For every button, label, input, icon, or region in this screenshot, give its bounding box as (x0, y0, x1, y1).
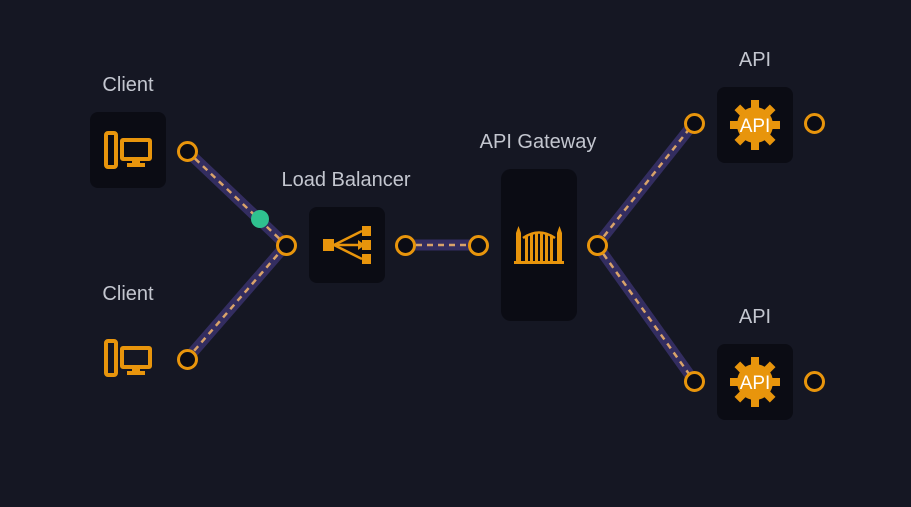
api-gateway-output-port[interactable] (587, 235, 608, 256)
api-2-node[interactable]: API (717, 344, 793, 420)
api-1-label: API (738, 49, 772, 71)
api-1-output-port[interactable] (804, 113, 825, 134)
client-1-label: Client (102, 74, 154, 96)
active-flow-dot (251, 210, 269, 228)
api-gateway-label: API Gateway (479, 131, 597, 153)
load-balancer-icon (323, 226, 371, 264)
api-gear-icon: API (730, 357, 780, 407)
edge-client_2-load_balancer[interactable] (186, 244, 287, 360)
api-gateway-input-port[interactable] (468, 235, 489, 256)
api-2-output-port[interactable] (804, 371, 825, 392)
gateway-icon (514, 226, 564, 264)
api-gear-icon: API (730, 100, 780, 150)
client-devices-icon (104, 131, 152, 169)
edge-client_1-load_balancer[interactable] (186, 150, 287, 246)
load-balancer-node[interactable] (309, 207, 385, 283)
client-devices-icon (104, 339, 152, 377)
load-balancer-label: Load Balancer (281, 169, 411, 191)
edge-api_gateway-api_1[interactable] (596, 122, 695, 246)
client-2-node[interactable] (90, 320, 166, 396)
client-1-output-port[interactable] (177, 141, 198, 162)
client-1-node[interactable] (90, 112, 166, 188)
load-balancer-input-port[interactable] (276, 235, 297, 256)
api-1-badge: API (740, 116, 771, 137)
load-balancer-output-port[interactable] (395, 235, 416, 256)
api-2-badge: API (740, 373, 771, 394)
api-1-node[interactable]: API (717, 87, 793, 163)
api-2-label: API (738, 306, 772, 328)
edge-api_gateway-api_2[interactable] (595, 244, 696, 382)
client-2-label: Client (102, 283, 154, 305)
api-2-input-port[interactable] (684, 371, 705, 392)
api-1-input-port[interactable] (684, 113, 705, 134)
api-gateway-node[interactable] (501, 169, 577, 321)
client-2-output-port[interactable] (177, 349, 198, 370)
